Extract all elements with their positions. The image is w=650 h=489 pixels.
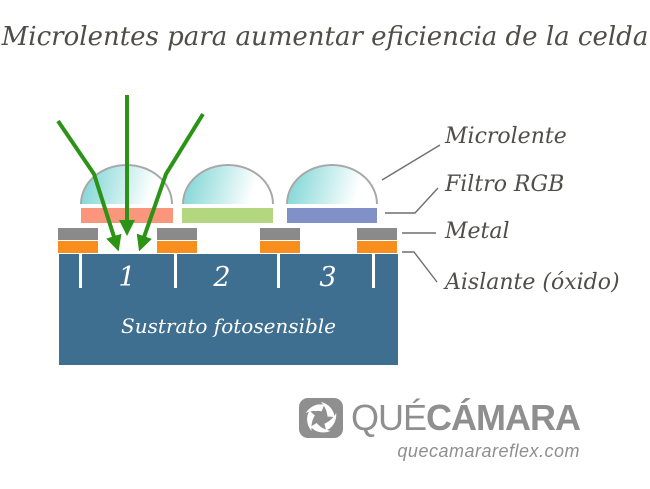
- substrate-divider: [277, 254, 280, 288]
- brand-name: QUÉCÁMARA: [351, 397, 581, 438]
- substrate-divider: [174, 254, 177, 288]
- label-microlens: Microlente: [445, 124, 567, 149]
- microlens-dome-2: [182, 164, 274, 204]
- label-insulator: Aislante (óxido): [445, 270, 620, 295]
- leader-line-microlens: [381, 144, 441, 181]
- color-filter-red: [81, 208, 173, 223]
- label-filter-rgb: Filtro RGB: [445, 172, 565, 197]
- cell-number-1: 1: [118, 262, 136, 293]
- substrate-divider: [79, 254, 82, 288]
- microlens-dome-1: [80, 164, 173, 204]
- substrate: 1 2 3 Sustrato fotosensible: [59, 254, 398, 365]
- substrate-label: Sustrato fotosensible: [121, 314, 336, 338]
- oxide-layer-2: [157, 241, 197, 253]
- metal-layer-3: [260, 228, 300, 240]
- brand-logo: QUÉCÁMARA quecamarareflex.com: [298, 397, 581, 462]
- color-filter-green: [182, 208, 273, 223]
- brand-name-suffix: CÁMARA: [426, 397, 581, 438]
- page-title: Microlentes para aumentar eficiencia de …: [1, 22, 649, 52]
- metal-layer-2: [157, 228, 197, 240]
- leader-line-filter: [385, 187, 439, 214]
- color-filter-blue: [287, 208, 377, 223]
- camera-aperture-icon: [299, 398, 343, 438]
- cell-number-2: 2: [213, 262, 231, 293]
- brand-name-prefix: QUÉ: [351, 397, 427, 438]
- leader-line-insulator: [402, 251, 438, 283]
- oxide-layer-4: [357, 241, 397, 253]
- microlens-dome-3: [286, 164, 378, 204]
- oxide-layer-1: [58, 241, 98, 253]
- metal-layer-4: [357, 228, 397, 240]
- metal-layer-1: [58, 228, 98, 240]
- substrate-divider: [372, 254, 375, 288]
- website-url: quecamarareflex.com: [397, 441, 580, 461]
- oxide-layer-3: [260, 241, 300, 253]
- label-metal: Metal: [445, 219, 510, 244]
- cell-number-3: 3: [319, 262, 337, 293]
